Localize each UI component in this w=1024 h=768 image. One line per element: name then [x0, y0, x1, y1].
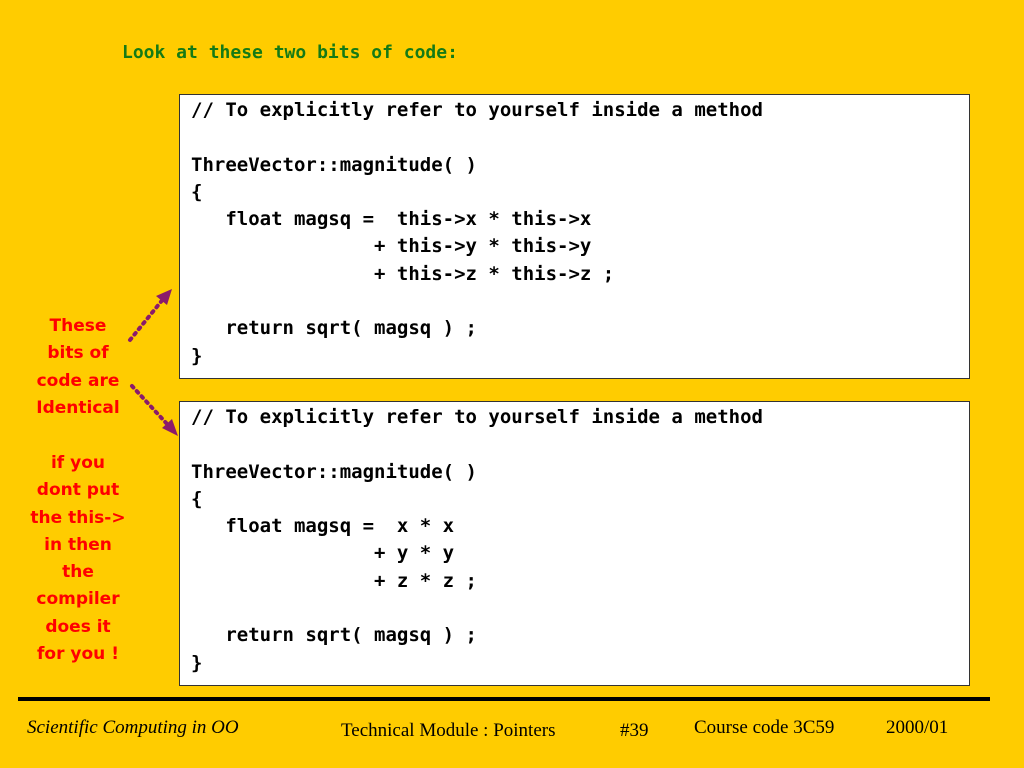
- note-line: does it: [45, 616, 111, 637]
- footer-slide-number: #39: [620, 720, 649, 741]
- code-line: + z * z ;: [191, 569, 477, 592]
- compiler-note: if you dont put the this-> in then the c…: [14, 450, 142, 668]
- code-line: [191, 124, 969, 151]
- code-line: // To explicitly refer to yourself insid…: [191, 99, 763, 121]
- code-line: ThreeVector::magnitude( ): [191, 460, 477, 483]
- code-line: [191, 288, 969, 315]
- code-line: [191, 431, 969, 458]
- code-line: }: [191, 651, 203, 674]
- note-line: for you !: [37, 644, 119, 665]
- code-line: ThreeVector::magnitude( ): [191, 153, 477, 176]
- code-line: + this->y * this->y: [191, 235, 592, 258]
- code-block-without-this: // To explicitly refer to yourself insid…: [179, 401, 970, 686]
- footer-divider: [18, 697, 990, 701]
- code-line: return sqrt( magsq ) ;: [191, 624, 477, 647]
- code-line: }: [191, 344, 203, 367]
- note-line: code are: [36, 370, 120, 391]
- code-line: float magsq = x * x: [191, 515, 455, 538]
- note-line: the: [62, 562, 94, 583]
- note-line: compiler: [36, 589, 120, 610]
- code-block-with-this: // To explicitly refer to yourself insid…: [179, 94, 970, 379]
- note-line: dont put: [36, 480, 120, 501]
- note-line: These: [49, 316, 107, 336]
- code-line: {: [191, 487, 203, 510]
- code-line: {: [191, 180, 203, 203]
- note-line: in then: [44, 534, 112, 555]
- footer-year: 2000/01: [886, 717, 949, 738]
- footer-course-title: Scientific Computing in OO: [27, 717, 239, 738]
- footer-course-code: Course code 3C59: [694, 717, 835, 738]
- note-line: bits of: [47, 343, 109, 364]
- note-line: Identical: [36, 397, 120, 418]
- code-line: return sqrt( magsq ) ;: [191, 317, 477, 340]
- code-line: + y * y: [191, 542, 455, 565]
- slide-heading: Look at these two bits of code:: [122, 42, 458, 63]
- note-line: if you: [50, 453, 105, 473]
- footer-module: Technical Module : Pointers: [341, 720, 556, 741]
- code-line: float magsq = this->x * this->x: [191, 208, 592, 231]
- code-line: [191, 595, 969, 622]
- note-line: the this->: [30, 507, 126, 528]
- identical-note: These bits of code are Identical: [14, 313, 142, 422]
- code-line: + this->z * this->z ;: [191, 262, 615, 285]
- code-line: // To explicitly refer to yourself insid…: [191, 406, 763, 428]
